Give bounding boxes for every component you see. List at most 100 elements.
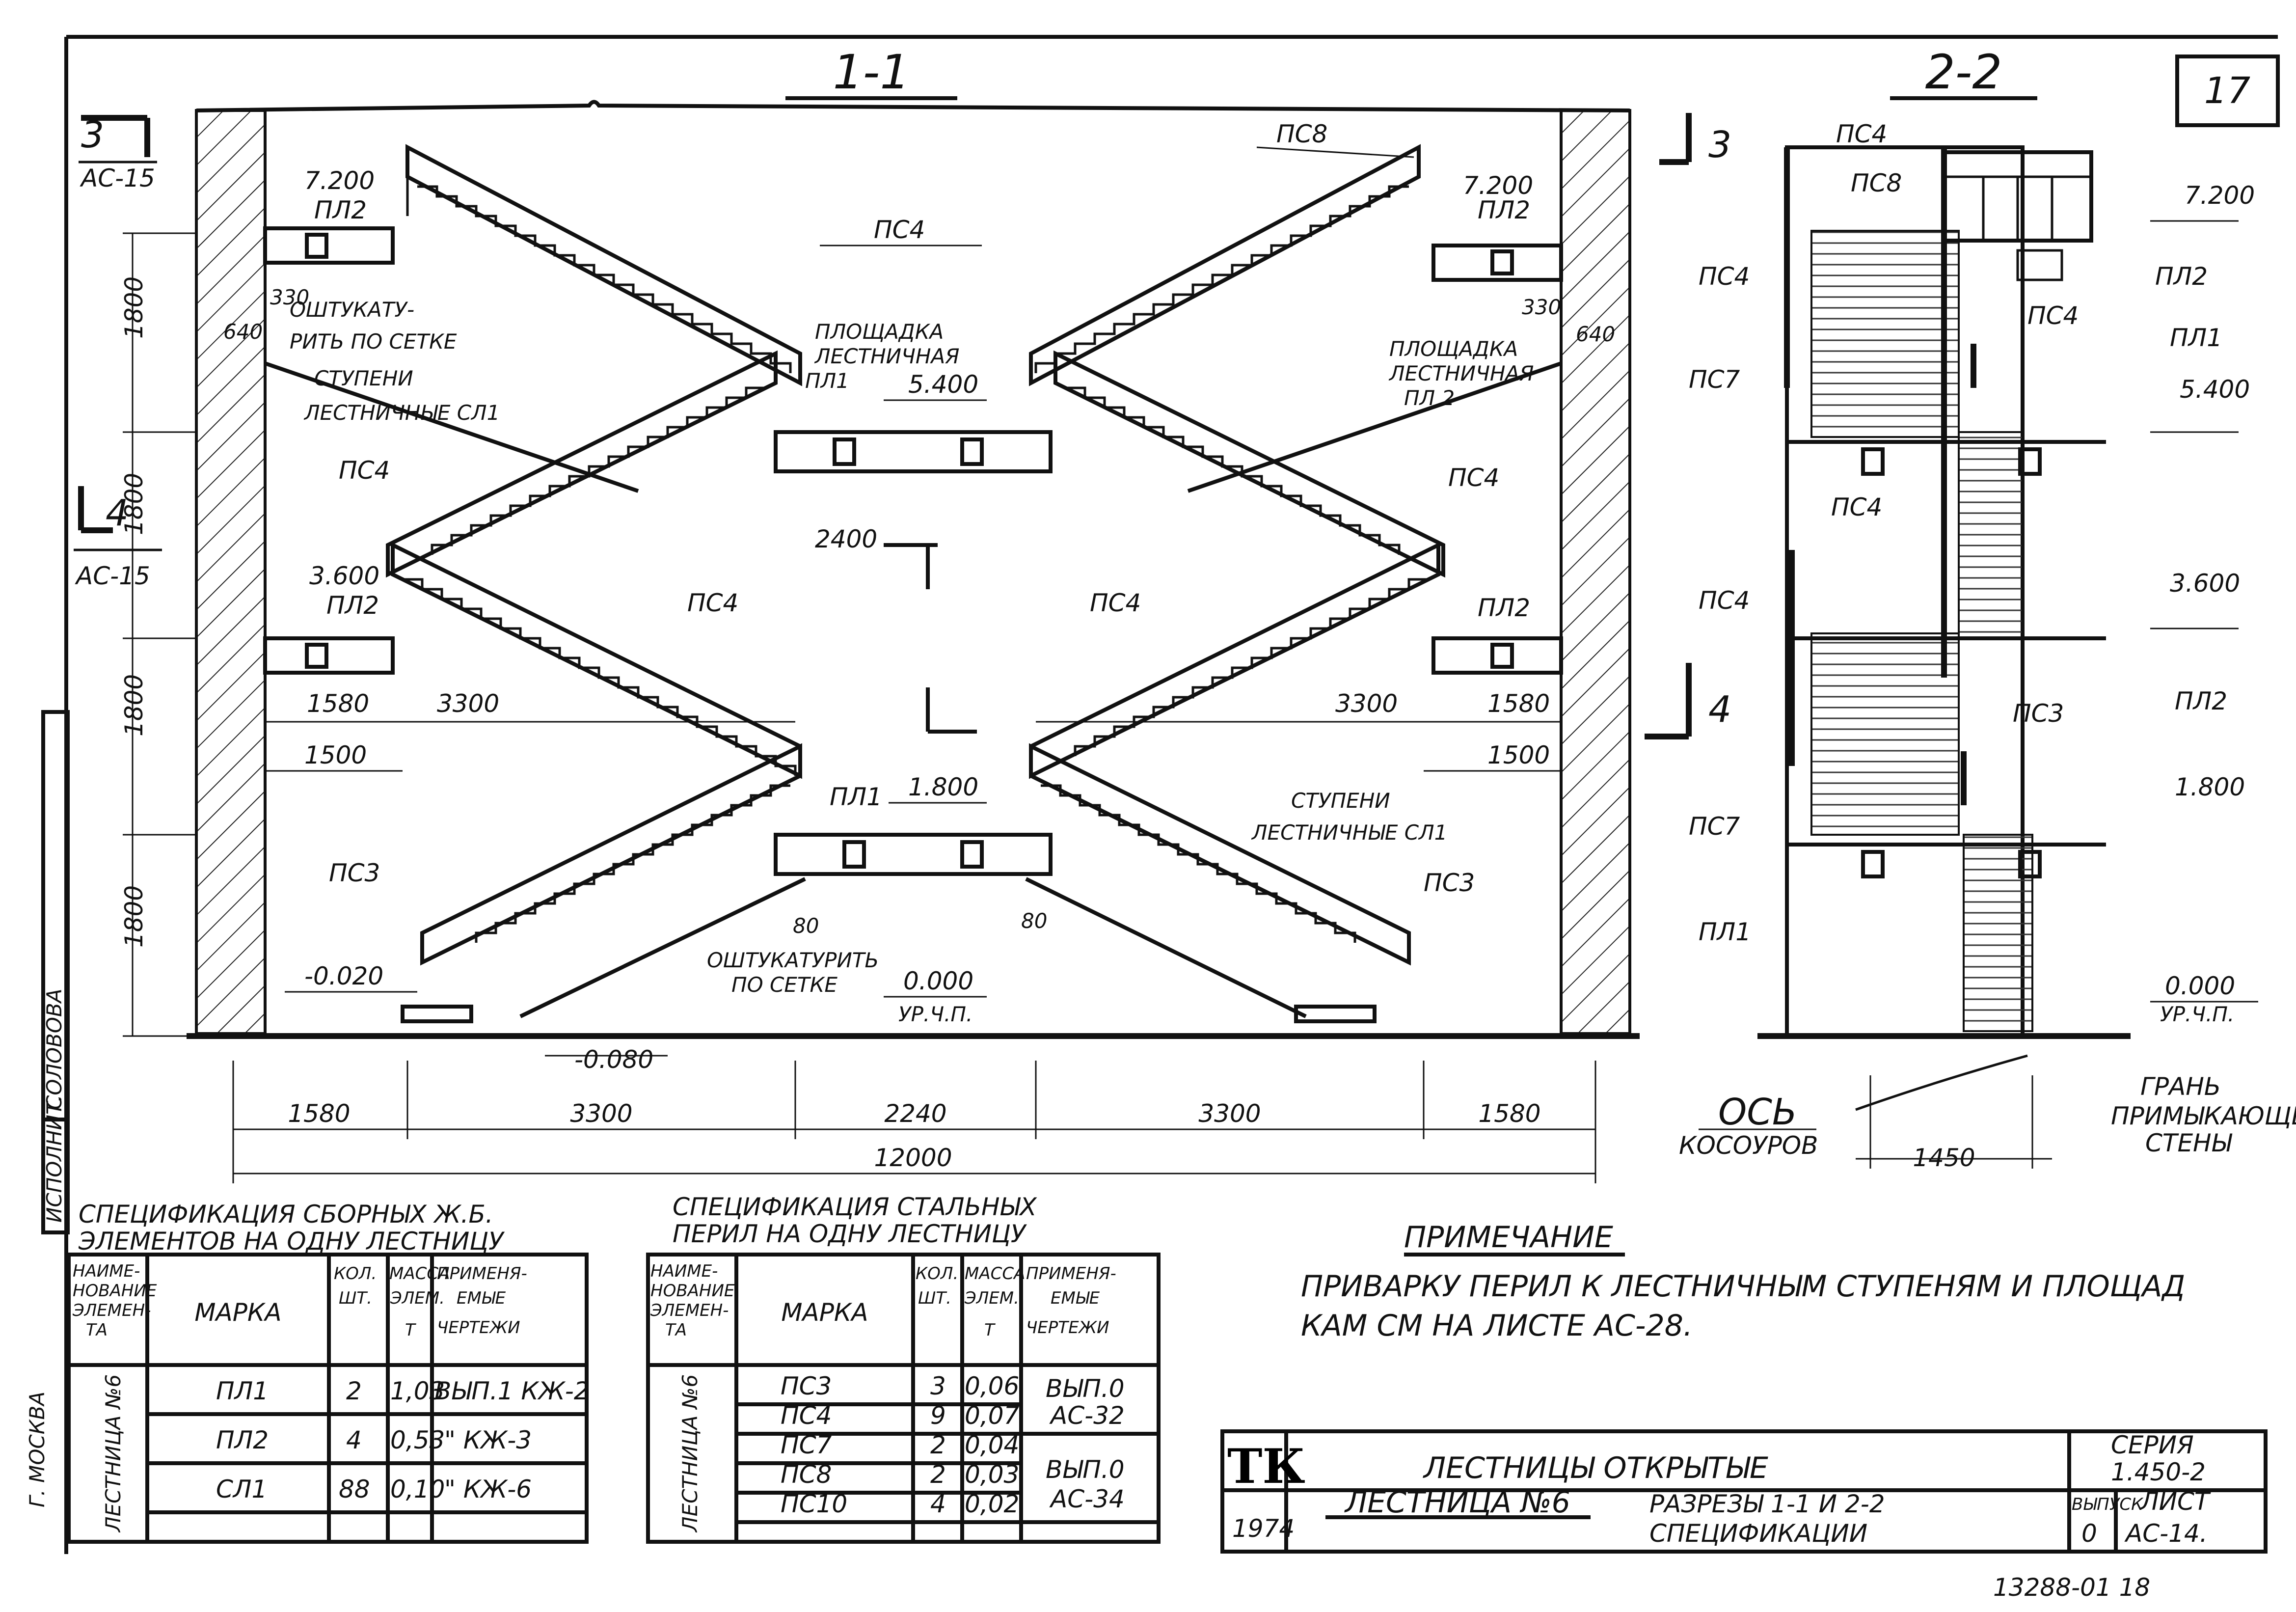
issue-label: ВЫПУСК bbox=[2072, 1495, 2144, 1514]
drawing-label: РИТЬ ПО СЕТКЕ bbox=[290, 329, 457, 354]
drawing-label: 1500 bbox=[304, 741, 367, 769]
drawing-label: ПЛ2 bbox=[2155, 262, 2208, 291]
svg-text:ТА: ТА bbox=[665, 1320, 687, 1340]
spec-steel-table: СПЕЦИФИКАЦИЯ СТАЛЬНЫХ ПЕРИЛ НА ОДНУ ЛЕСТ… bbox=[646, 1193, 1161, 1544]
landing-pl2-upper-right bbox=[1432, 244, 1563, 282]
drawing-label: 0,10 bbox=[390, 1475, 445, 1503]
drawing-label: 5.400 bbox=[908, 370, 978, 399]
drawing-label: ПЛ1 bbox=[805, 369, 849, 393]
drawing-label: 4 bbox=[346, 1426, 362, 1454]
landing-pl2-mid-right bbox=[1432, 636, 1563, 675]
svg-text:МАССА: МАССА bbox=[965, 1264, 1025, 1284]
drawing-label: КОСОУРОВ bbox=[1679, 1131, 1818, 1160]
drawing-label: ПЛОЩАДКА bbox=[815, 320, 944, 344]
drawing-label: УР.Ч.П. bbox=[898, 1002, 972, 1026]
left-wall bbox=[195, 109, 267, 1035]
note-line-1: ПРИВАРКУ ПЕРИЛ К ЛЕСТНИЧНЫМ СТУПЕНЯМ И П… bbox=[1301, 1269, 2185, 1304]
drawing-label: 1800 bbox=[120, 674, 148, 737]
drawing-label: ПРИМЫКАЮЩЕЙ bbox=[2111, 1101, 2296, 1130]
drawing-label: 3300 bbox=[570, 1099, 632, 1128]
issue-value: 0 bbox=[2081, 1519, 2097, 1548]
drawing-label: ПЛ1 bbox=[2170, 324, 2222, 352]
drawing-label: ЛЕСТНИЧНЫЕ СЛ1 bbox=[1251, 820, 1447, 845]
drawing-title: ЛЕСТНИЦЫ ОТКРЫТЫЕ bbox=[1423, 1451, 1768, 1485]
section-1-title: 1-1 bbox=[833, 45, 910, 100]
landing-pl2-mid-left bbox=[263, 636, 395, 675]
drawing-label: ПС3 bbox=[1424, 869, 1475, 897]
sheet-value: AC-14. bbox=[2124, 1519, 2208, 1548]
drawing-label: 1500 bbox=[1487, 741, 1550, 769]
drawing-label: 0,04 bbox=[965, 1431, 1019, 1459]
cut-marker-mid-left: 4 AC-15 bbox=[74, 486, 162, 590]
drawing-label: AC-32 bbox=[1049, 1401, 1125, 1430]
drawing-label: ПЛОЩАДКА bbox=[1389, 337, 1518, 361]
svg-text:МАРКА: МАРКА bbox=[781, 1298, 868, 1327]
drawing-label: ПС7 bbox=[1689, 812, 1740, 841]
right-wall bbox=[1560, 109, 1631, 1035]
drawing-label: ВЫП.0 bbox=[1046, 1374, 1125, 1403]
drawing-label: ПС7 bbox=[1689, 365, 1740, 394]
drawing-subtitle: ЛЕСТНИЦА №6 bbox=[1344, 1485, 1570, 1520]
drawing-label: ПС4 bbox=[339, 456, 390, 485]
drawing-label: 1580 bbox=[1487, 689, 1550, 718]
drawing-label: ПС3 bbox=[329, 859, 380, 887]
drawing-label: ОШТУКАТУ- bbox=[290, 298, 414, 322]
drawing-label: ЛЕСТНИЧНАЯ bbox=[1388, 361, 1534, 385]
bottom-dimensions: 1580 3300 2240 3300 1580 12000 bbox=[232, 1061, 1596, 1183]
section-1-labels: ПС8 ПС4 7.200 ПЛ2 7.200 ПЛ2 330 640 ОШТУ… bbox=[120, 120, 1615, 1074]
svg-text:ТА: ТА bbox=[86, 1320, 108, 1340]
sheet-label: ЛИСТ bbox=[2139, 1487, 2211, 1516]
svg-text:Т: Т bbox=[984, 1320, 996, 1340]
note-block: ПРИМЕЧАНИЕ ПРИВАРКУ ПЕРИЛ К ЛЕСТНИЧНЫМ С… bbox=[1301, 1220, 2185, 1343]
drawing-label: 0.000 bbox=[903, 967, 973, 995]
drawing-label: СТУПЕНИ bbox=[1291, 789, 1390, 813]
drawing-label: ОСЬ bbox=[1718, 1091, 1797, 1133]
svg-text:НАИМЕ-: НАИМЕ- bbox=[650, 1261, 718, 1281]
svg-text:ЭЛЕМ.: ЭЛЕМ. bbox=[964, 1288, 1019, 1308]
drawing-label: 7.200 bbox=[1463, 171, 1533, 200]
city-label: Г. МОСКВА bbox=[25, 1392, 49, 1507]
drawing-label: 1,03 bbox=[390, 1377, 445, 1405]
drawing-label: ПС4 bbox=[1831, 493, 1882, 521]
drawing-label: ПС4 bbox=[1090, 589, 1141, 617]
drawing-label: 12000 bbox=[874, 1144, 952, 1172]
drawing-label: 0,06 bbox=[965, 1372, 1019, 1400]
drawing-label: 7.200 bbox=[2185, 181, 2255, 210]
cut-marker-top-right: 3 bbox=[1659, 113, 1731, 166]
drawing-label: 80 bbox=[1021, 909, 1047, 933]
drawing-label: ПС8 bbox=[1851, 169, 1902, 197]
drawing-label: ЛЕСТНИЦА №6 bbox=[101, 1374, 125, 1533]
drawing-label: 4 bbox=[930, 1490, 946, 1518]
drawing-label: ПЛ1 bbox=[1699, 918, 1751, 946]
note-title: ПРИМЕЧАНИЕ bbox=[1404, 1220, 1613, 1255]
drawing-label: СТУПЕНИ bbox=[314, 366, 413, 390]
drawing-label: 1800 bbox=[120, 473, 148, 535]
cut-marker-top-left: 3 AC-15 bbox=[79, 114, 157, 192]
bottom-number: 13288-01 18 bbox=[1993, 1573, 2150, 1602]
drawing-label: ПС7 bbox=[781, 1431, 832, 1459]
drawing-label: СЛ1 bbox=[216, 1475, 267, 1503]
spec-precast-table: СПЕЦИФИКАЦИЯ СБОРНЫХ Ж.Б. ЭЛЕМЕНТОВ НА О… bbox=[67, 1200, 590, 1544]
drawing-label: 3.600 bbox=[309, 562, 379, 590]
drawing-label: 1580 bbox=[307, 689, 369, 718]
drawing-label: 3.600 bbox=[2170, 569, 2240, 598]
series-value: 1.450-2 bbox=[2111, 1458, 2206, 1486]
drawing-label: ПЛ2 bbox=[1478, 594, 1530, 622]
landing-pl2-upper-left bbox=[263, 226, 395, 265]
drawing-label: 3 bbox=[930, 1372, 946, 1400]
drawing-label: 1800 bbox=[120, 276, 148, 339]
drawing-label: 88 bbox=[339, 1475, 370, 1503]
svg-text:ШТ.: ШТ. bbox=[339, 1288, 372, 1308]
drawing-label: ПС4 bbox=[687, 589, 738, 617]
drawing-label: 1800 bbox=[120, 885, 148, 948]
drawing-content-1: РАЗРЕЗЫ 1-1 И 2-2 bbox=[1649, 1490, 1885, 1518]
drawing-label: ПЛ2 bbox=[1478, 196, 1530, 224]
drawing-label: 3300 bbox=[1198, 1099, 1261, 1128]
drawing-label: ПС8 bbox=[1276, 120, 1327, 148]
drawing-label: СПЕЦИФИКАЦИЯ СТАЛЬНЫХ bbox=[673, 1193, 1037, 1221]
drawing-label: ПС3 bbox=[2013, 699, 2064, 728]
drawing-label: ПО СЕТКЕ bbox=[731, 973, 837, 997]
section-1-1: 1-1 3 AC-15 4 AC-15 3 bbox=[74, 45, 1731, 1183]
svg-text:МАССА: МАССА bbox=[389, 1264, 450, 1284]
